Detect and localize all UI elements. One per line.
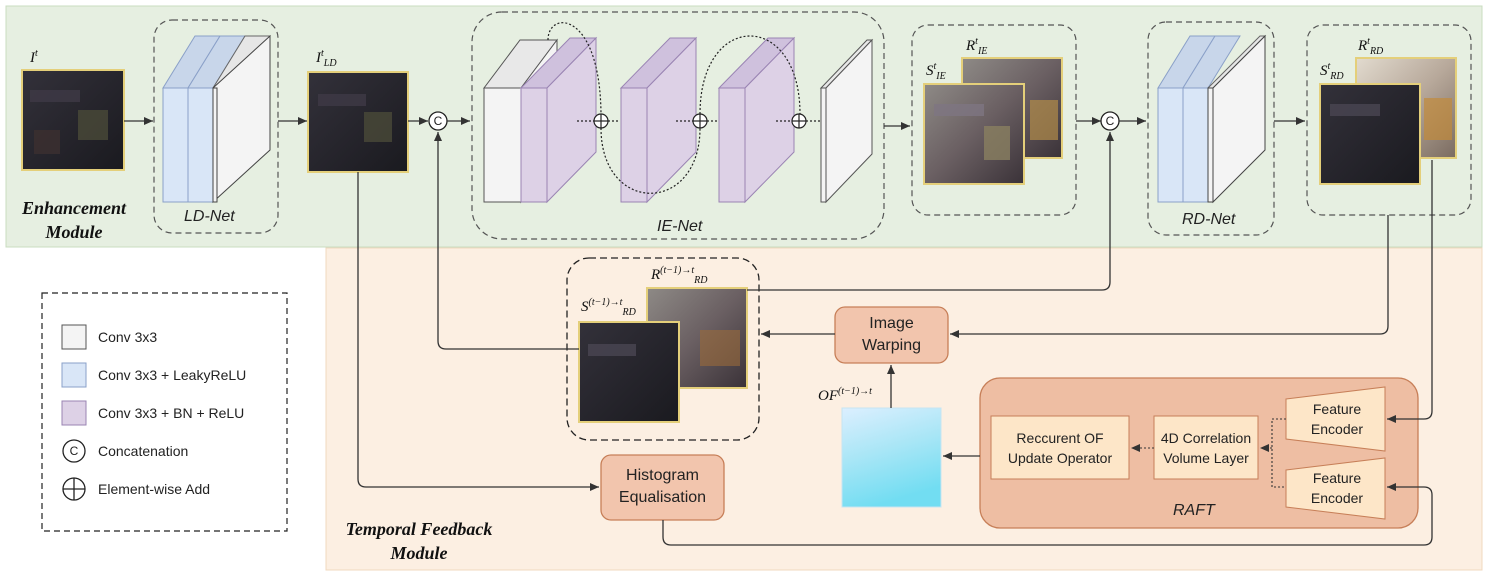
label-ld-out: ItLD	[316, 48, 337, 69]
legend-label-conv: Conv 3x3	[98, 329, 158, 345]
concat-symbol-1: C	[433, 114, 443, 128]
feedback-connections	[357, 132, 1433, 546]
ie-net-skip-connections	[547, 22, 820, 194]
ie-output-images	[923, 57, 1063, 185]
ld-net-blocks	[162, 34, 271, 204]
label-s-prev: S(t−1)→tRD	[581, 297, 636, 318]
label-input: It	[30, 48, 38, 66]
legend-label-concat: Concatenation	[98, 443, 189, 459]
legend-concat-symbol: C	[69, 444, 79, 458]
feature-encoder-top-label: Feature Encoder	[1310, 401, 1364, 437]
histogram-label: Histogram Equalisation	[618, 467, 707, 506]
label-r-prev: R(t−1)→tRD	[651, 265, 708, 286]
ld-net-frame	[153, 19, 279, 234]
ie-net-label: IE-Net	[657, 218, 703, 235]
concat-symbol-2: C	[1105, 114, 1115, 128]
temporal-title-line2: Module	[390, 543, 448, 563]
temporal-module-title: Temporal Feedback Module	[334, 517, 504, 565]
ld-net-label: LD-Net	[184, 208, 235, 225]
legend-swatch-conv	[61, 324, 87, 350]
legend-label-add: Element-wise Add	[98, 481, 211, 497]
label-optical-flow: OF(t−1)→t	[818, 386, 872, 404]
legend-swatch-conv-bn-relu	[61, 400, 87, 426]
enhancement-title-line1: Enhancement	[21, 198, 127, 218]
image-warping-label: Image Warping	[862, 315, 921, 354]
ld-output-image	[307, 71, 409, 173]
rd-net-label: RD-Net	[1182, 211, 1236, 228]
recurrent-update-box	[990, 415, 1130, 480]
enhancement-module-title: Enhancement Module	[10, 196, 138, 244]
legend-add-icon	[62, 477, 86, 501]
rd-output-images	[1319, 57, 1457, 185]
temporal-title-line1: Temporal Feedback	[345, 519, 493, 539]
legend-swatch-conv-lrelu	[61, 362, 87, 388]
image-warping-box	[834, 306, 949, 364]
legend-label-conv-lrelu: Conv 3x3 + LeakyReLU	[98, 367, 247, 383]
ie-output-frame	[911, 24, 1077, 216]
feature-encoder-bottom	[1285, 457, 1386, 520]
optical-flow-image	[841, 407, 942, 508]
label-s-ie: StIE	[926, 61, 946, 82]
rd-net-blocks	[1157, 34, 1267, 204]
input-image	[21, 69, 125, 171]
rd-net-frame	[1147, 21, 1275, 236]
label-r-rd: RtRD	[1358, 36, 1384, 57]
label-r-ie: RtIE	[966, 36, 988, 57]
raft-internal-connections	[1131, 418, 1286, 488]
label-s-rd: StRD	[1320, 61, 1344, 82]
raft-label: RAFT	[1173, 502, 1215, 519]
legend-label-conv-bn-relu: Conv 3x3 + BN + ReLU	[98, 405, 245, 421]
correlation-label: 4D Correlation Volume Layer	[1160, 430, 1252, 466]
feature-encoder-bottom-label: Feature Encoder	[1310, 470, 1364, 506]
add-nodes	[593, 113, 807, 129]
warped-frames-images	[578, 287, 748, 423]
ie-net-blocks	[483, 36, 874, 204]
correlation-box	[1153, 415, 1259, 480]
feature-encoder-top	[1285, 386, 1386, 452]
recurrent-update-label: Reccurent OF Update Operator	[1007, 430, 1113, 466]
enhancement-title-line2: Module	[45, 222, 103, 242]
legend-concat-icon	[62, 439, 86, 463]
rd-output-frame	[1306, 24, 1472, 216]
